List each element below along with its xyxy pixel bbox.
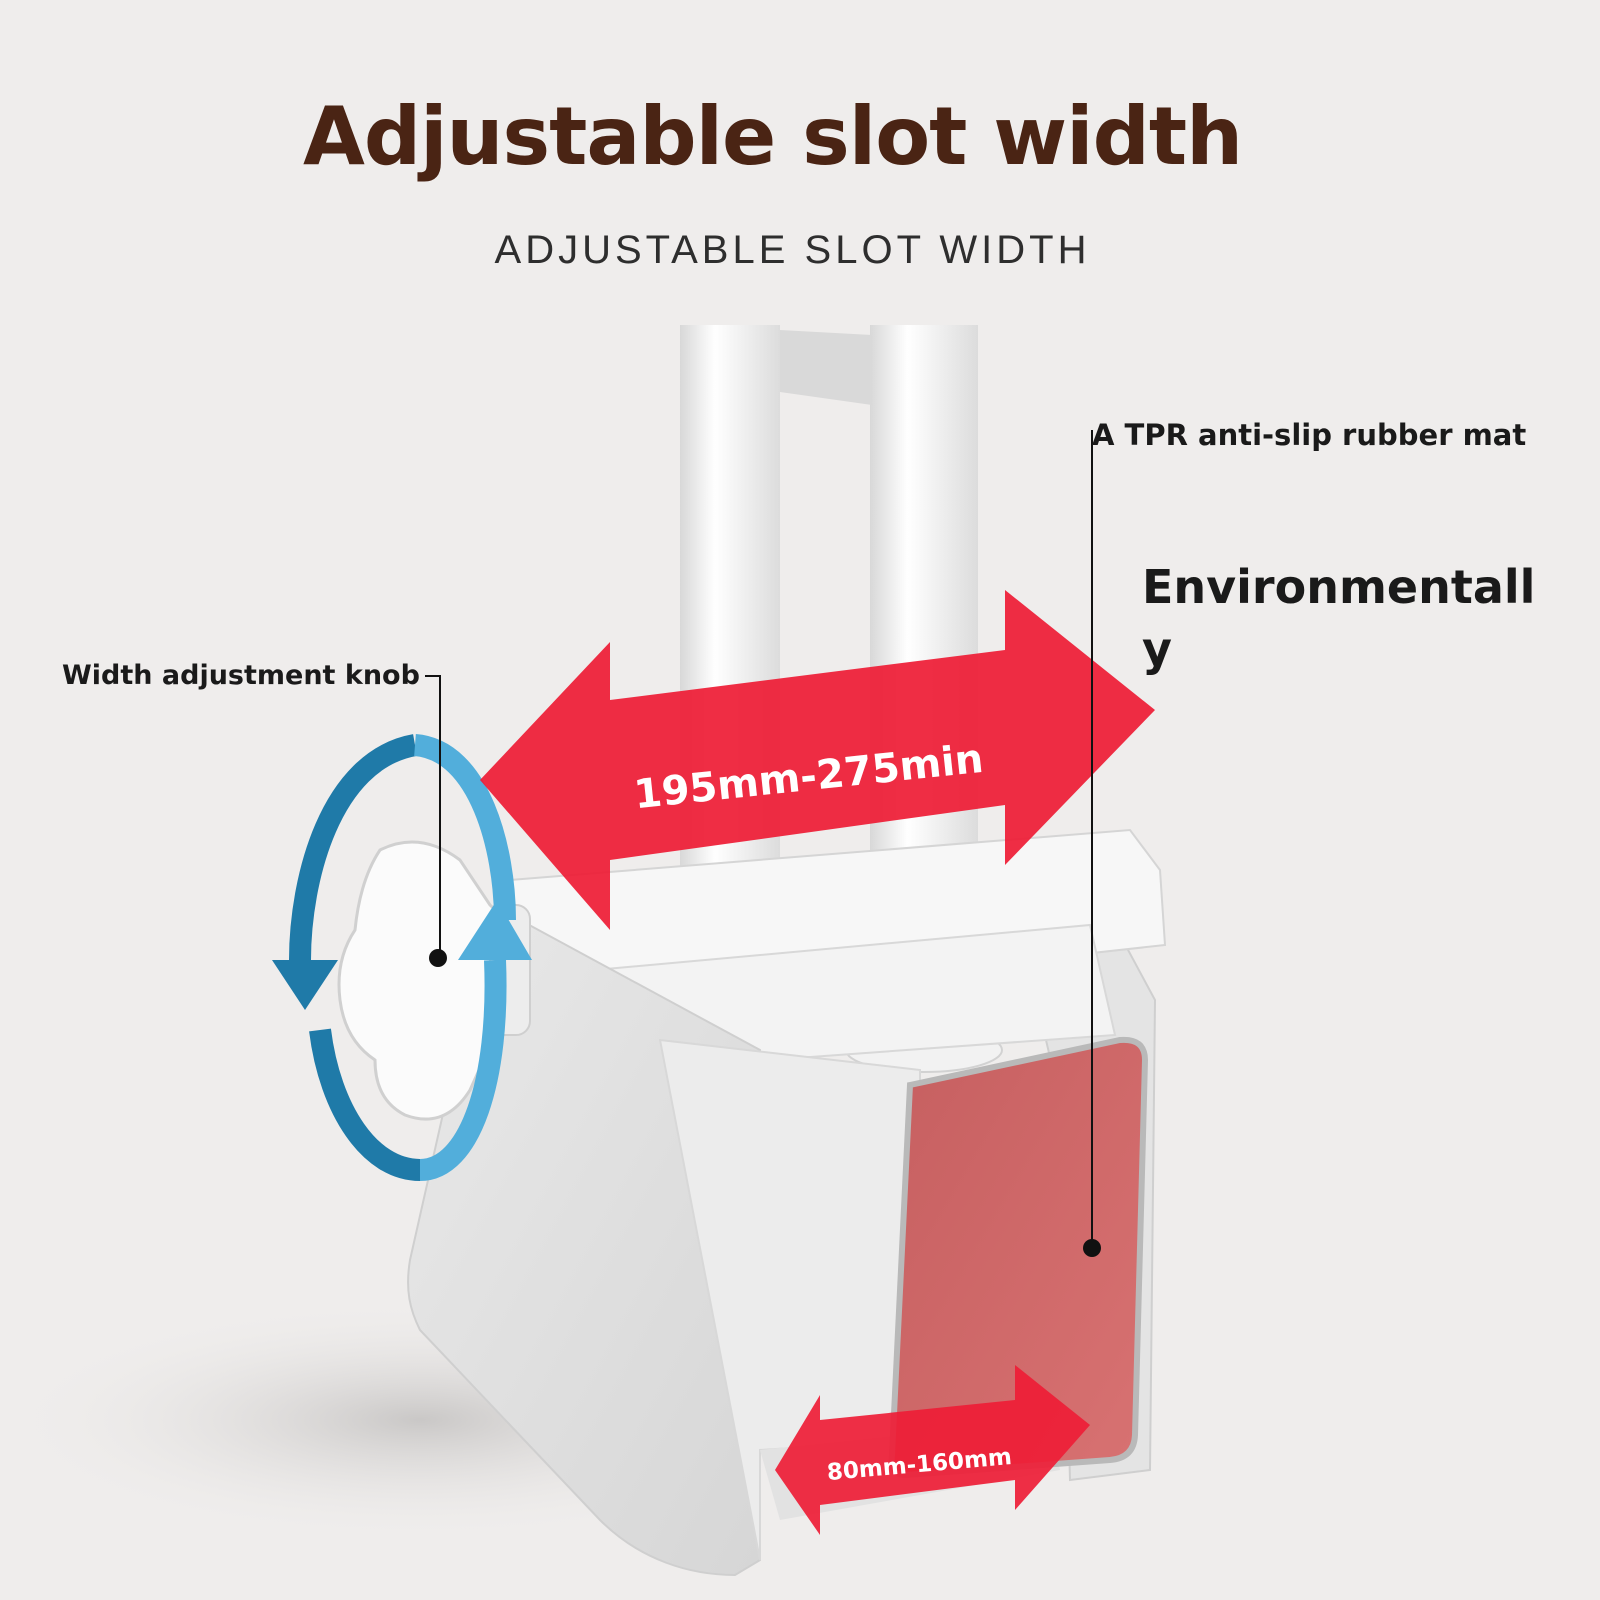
environmental-callout-label: Environmentall y	[1142, 560, 1536, 676]
rotate-arrows-icon	[272, 734, 532, 1181]
knob-callout-label: Width adjustment knob	[62, 660, 420, 691]
mat-callout-dot	[1083, 1239, 1101, 1257]
upper-dimension-arrow	[480, 590, 1155, 930]
handle-crossbar	[780, 330, 872, 405]
page-title: Adjustable slot width	[302, 90, 1243, 183]
callout-lines	[425, 430, 1093, 1248]
knob-callout-line	[425, 675, 441, 958]
page-subtitle: ADJUSTABLE SLOT WIDTH	[494, 228, 1091, 272]
double-arrow-icon	[480, 590, 1155, 1535]
mat-callout-label: A TPR anti-slip rubber mat	[1092, 418, 1527, 452]
knob-callout-dot	[429, 949, 447, 967]
lower-dimension-arrow	[775, 1365, 1090, 1535]
